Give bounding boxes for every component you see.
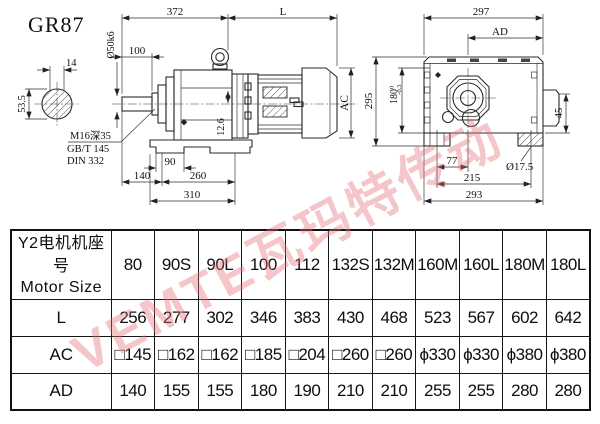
table-cell: 155 xyxy=(154,372,199,411)
table-cell: 280 xyxy=(545,372,591,411)
table-cell: □162 xyxy=(197,335,243,374)
dim-label-100: 100 xyxy=(129,45,146,57)
table-cell: 567 xyxy=(458,298,504,337)
lifting-eye xyxy=(210,47,230,67)
page-title: GR87 xyxy=(28,12,85,37)
table-cell: 255 xyxy=(458,372,504,411)
tol-upper: 0 xyxy=(389,86,396,89)
table-cell: 523 xyxy=(415,298,460,337)
table-cell: ϕ380 xyxy=(545,335,591,374)
column-header-160L: 160L xyxy=(458,229,504,300)
dim-label-hole-dia: Ø17.5 xyxy=(506,161,534,173)
motor-size-header-en: Motor Size xyxy=(20,279,102,297)
dim-label-297: 297 xyxy=(473,6,490,18)
dim-label-140: 140 xyxy=(134,170,151,182)
dim-label-shaft-dia: Ø50k6 xyxy=(106,31,117,58)
dim-label-180-tol: 1800-0.3 xyxy=(389,84,404,104)
column-header-90S: 90S xyxy=(154,229,199,300)
standard-gb: GB/T 145 xyxy=(67,144,109,155)
table-cell: 255 xyxy=(415,372,460,411)
end-view-drawing: 297 AD 295 1800-0.3 45 77 215 293 xyxy=(363,6,570,205)
row-label-AD: AD xyxy=(10,372,112,411)
table-cell: 256 xyxy=(110,298,156,337)
table-cell: □162 xyxy=(154,335,199,374)
motor-size-header-cell: Y2电机机座号 Motor Size xyxy=(10,229,112,300)
dim-label-372: 372 xyxy=(167,6,184,18)
dim-label-L: L xyxy=(280,6,287,18)
column-header-100: 100 xyxy=(241,229,286,300)
column-header-180M: 180M xyxy=(502,229,547,300)
shaft-section-detail: 14 53.5 M16深35 GB/T 145 DIN 332 xyxy=(17,58,156,167)
dim-label-77: 77 xyxy=(447,155,459,167)
table-cell: 180 xyxy=(241,372,286,411)
dim-label-293: 293 xyxy=(466,189,483,201)
dim-label-260: 260 xyxy=(190,170,207,182)
dim-label-90: 90 xyxy=(165,156,177,168)
dim-label-12-6: 12.6 xyxy=(216,118,227,136)
tol-lower: -0.3 xyxy=(396,84,403,94)
column-header-160M: 160M xyxy=(415,229,460,300)
row-label-AC: AC xyxy=(10,335,112,374)
table-cell: 277 xyxy=(154,298,199,337)
column-header-132S: 132S xyxy=(328,229,373,300)
dim-label-AD: AD xyxy=(492,26,508,38)
column-header-180L: 180L xyxy=(545,229,591,300)
column-header-80: 80 xyxy=(110,229,156,300)
motor-size-header-cn: Y2电机机座号 xyxy=(17,234,105,276)
table-cell: 210 xyxy=(328,372,373,411)
dim-label-310: 310 xyxy=(184,189,201,201)
column-header-112: 112 xyxy=(284,229,330,300)
dim-label-215: 215 xyxy=(464,172,481,184)
table-cell: ϕ380 xyxy=(502,335,547,374)
table-cell: 210 xyxy=(371,372,417,411)
column-header-90L: 90L xyxy=(197,229,243,300)
dim-label-key-width: 14 xyxy=(66,58,77,69)
standard-din: DIN 332 xyxy=(67,156,104,167)
table-cell: 140 xyxy=(110,372,156,411)
table-cell: ϕ330 xyxy=(415,335,460,374)
table-cell: □260 xyxy=(371,335,417,374)
table-cell: 280 xyxy=(502,372,547,411)
table-cell: 302 xyxy=(197,298,243,337)
table-cell: 602 xyxy=(502,298,547,337)
dim-label-AC: AC xyxy=(339,95,351,111)
tol-main: 180 xyxy=(389,89,400,104)
table-cell: 190 xyxy=(284,372,330,411)
table-cell: 346 xyxy=(241,298,286,337)
table-cell: 468 xyxy=(371,298,417,337)
table-cell: 430 xyxy=(328,298,373,337)
row-label-L: L xyxy=(10,298,112,337)
side-view-drawing: 372 L 100 Ø50k6 12.6 AC 90 xyxy=(106,6,358,205)
table-cell: □145 xyxy=(110,335,156,374)
table-cell: 642 xyxy=(545,298,591,337)
table-cell: 155 xyxy=(197,372,243,411)
table-cell: □204 xyxy=(284,335,330,374)
table-cell: ϕ330 xyxy=(458,335,504,374)
tap-note: M16深35 xyxy=(70,130,111,142)
dim-label-295: 295 xyxy=(363,92,375,109)
column-header-132M: 132M xyxy=(371,229,417,300)
table-cell: □260 xyxy=(328,335,373,374)
gearmotor-dimension-drawing: GR87 14 53.5 M16深35 GB/T 145 DIN 332 xyxy=(17,6,570,205)
table-cell: □185 xyxy=(241,335,286,374)
table-cell: 383 xyxy=(284,298,330,337)
dim-label-shaft-height: 53.5 xyxy=(17,95,28,113)
dim-label-45: 45 xyxy=(554,108,565,119)
